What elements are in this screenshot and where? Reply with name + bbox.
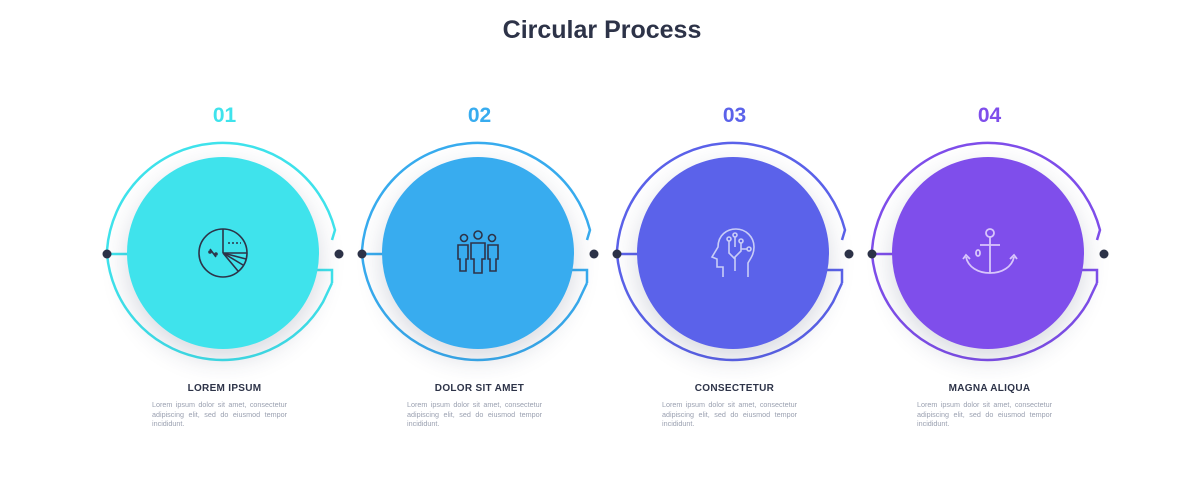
head-circuit-icon bbox=[710, 228, 755, 277]
step-description: Lorem ipsum dolor sit amet, consectetur … bbox=[917, 400, 1052, 429]
step-number: 03 bbox=[722, 104, 747, 127]
step-description: Lorem ipsum dolor sit amet, consectetur … bbox=[662, 400, 797, 429]
step-label: MAGNA ALIQUA bbox=[948, 383, 1031, 394]
step-number: 04 bbox=[977, 104, 1002, 127]
step-number: 02 bbox=[467, 104, 492, 127]
step-description: Lorem ipsum dolor sit amet, consectetur … bbox=[407, 400, 542, 429]
step-disc bbox=[382, 157, 574, 349]
process-step-1: 01 LOREM IPSUM Lorem ipsum dolor sit ame… bbox=[97, 0, 352, 500]
pie-chart-icon bbox=[198, 228, 248, 278]
step-label: DOLOR SIT AMET bbox=[434, 383, 525, 394]
step-disc bbox=[637, 157, 829, 349]
step-ring bbox=[357, 141, 599, 362]
process-step-3: 03 CONSECTETUR Lorem ipsum dolor sit ame… bbox=[607, 0, 862, 500]
step-ring bbox=[612, 141, 854, 362]
step-disc bbox=[892, 157, 1084, 349]
process-step-4: 04 MAGNA ALIQUA Lorem ipsum dolor sit am… bbox=[862, 0, 1117, 500]
anchor-icon bbox=[962, 228, 1018, 274]
page-title: Circular Process bbox=[502, 16, 702, 44]
team-icon bbox=[457, 230, 499, 274]
process-step-2: 02 DOLOR SIT AMET Lorem ipsum dolor sit … bbox=[352, 0, 607, 500]
step-number: 01 bbox=[212, 104, 237, 127]
step-label: LOREM IPSUM bbox=[187, 383, 262, 394]
step-description: Lorem ipsum dolor sit amet, consectetur … bbox=[152, 400, 287, 429]
step-label: CONSECTETUR bbox=[694, 383, 775, 394]
step-ring bbox=[102, 141, 344, 362]
